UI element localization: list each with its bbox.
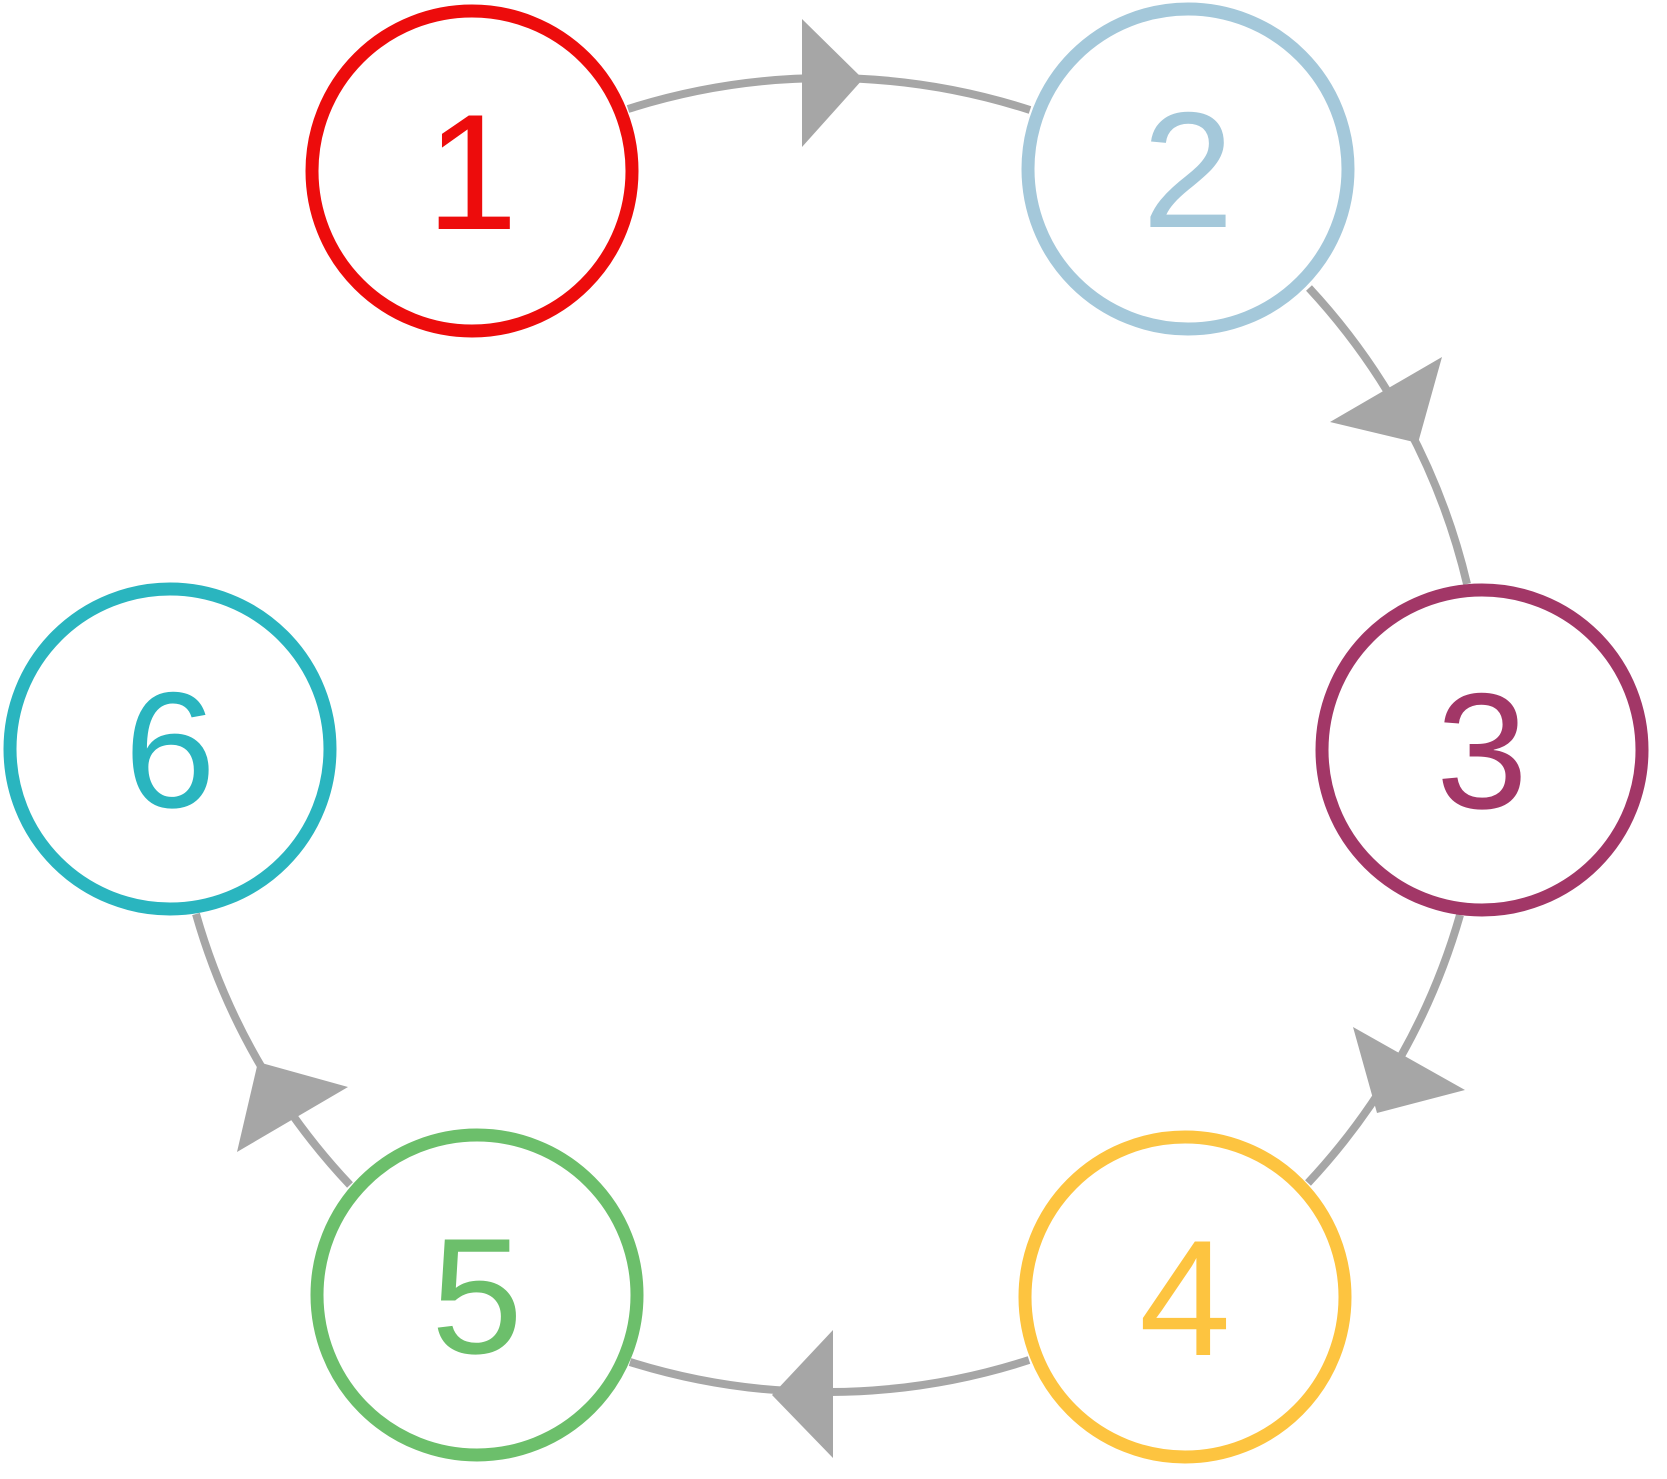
node-5: 5: [310, 1128, 644, 1462]
arrowhead-4-5-icon: [772, 1330, 833, 1458]
node-4-circle: [1018, 1130, 1352, 1464]
arrowhead-1-2-icon: [802, 19, 863, 147]
node-5-circle: [310, 1128, 644, 1462]
node-6: 6: [3, 582, 337, 916]
node-6-label: 6: [124, 658, 216, 842]
node-1-circle: [305, 4, 639, 338]
node-6-circle: [3, 582, 337, 916]
node-3: 3: [1315, 583, 1649, 917]
node-1-label: 1: [426, 80, 518, 264]
node-4: 4: [1018, 1130, 1352, 1464]
node-3-label: 3: [1436, 659, 1528, 843]
node-4-label: 4: [1139, 1206, 1231, 1390]
connectors: [192, 19, 1471, 1458]
node-1: 1: [305, 4, 639, 338]
edge-arc-2-3: [1306, 285, 1471, 585]
edge-arc-5-6: [192, 912, 353, 1188]
node-2-label: 2: [1142, 78, 1234, 262]
node-5-label: 5: [431, 1204, 523, 1388]
node-2-circle: [1021, 2, 1355, 336]
arrowhead-3-4-icon: [1353, 1027, 1465, 1113]
node-3-circle: [1315, 583, 1649, 917]
arrowhead-2-3-icon: [1330, 357, 1442, 443]
node-2: 2: [1021, 2, 1355, 336]
arrowhead-5-6-icon: [237, 1062, 348, 1152]
